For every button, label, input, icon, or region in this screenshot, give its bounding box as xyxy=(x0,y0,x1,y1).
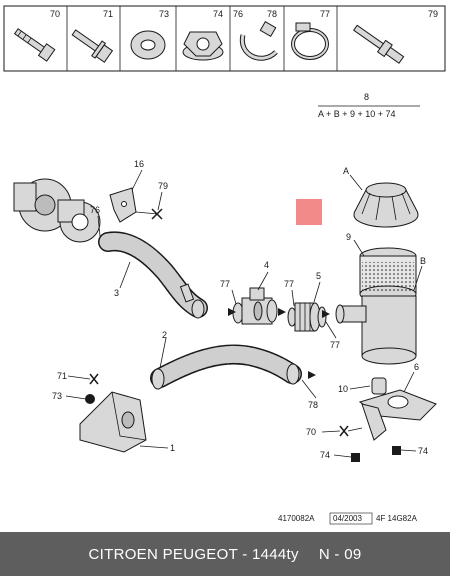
header-num-70: 70 xyxy=(50,9,60,19)
fastener-nut-74a xyxy=(351,453,360,462)
callout-74-right: 74 xyxy=(418,446,428,456)
callout-9: 9 xyxy=(346,232,351,242)
nut-icon xyxy=(182,31,224,61)
callout-10: 10 xyxy=(338,384,348,394)
ref-doc-number: 4170082A xyxy=(278,514,315,523)
stud-small xyxy=(135,208,163,220)
ref-code: 4F 14G82A xyxy=(376,514,418,523)
air-filter-cover xyxy=(353,182,419,228)
washer-icon xyxy=(130,30,166,60)
fastener-bolt-71 xyxy=(89,373,99,385)
ref-date: 04/2003 xyxy=(333,514,362,523)
stud-bolt-icon xyxy=(353,24,405,64)
bolt-icon xyxy=(13,28,56,62)
callout-77-right: 77 xyxy=(330,340,340,350)
callout-5: 5 xyxy=(316,271,321,281)
filter-element xyxy=(359,247,417,303)
header-num-76: 76 xyxy=(233,9,243,19)
callout-1: 1 xyxy=(170,443,175,453)
callout-73: 73 xyxy=(52,391,62,401)
callout-2: 2 xyxy=(162,330,167,340)
footer-brand: CITROEN PEUGEOT - 1444ty xyxy=(88,545,299,563)
header-parts-strip: 70 71 73 74 76 78 77 79 xyxy=(3,5,446,72)
engine-mount xyxy=(79,391,147,453)
arrow-heads xyxy=(228,308,330,379)
footer-bar: CITROEN PEUGEOT - 1444ty N - 09 xyxy=(0,532,450,576)
callout-78: 78 xyxy=(308,400,318,410)
header-num-77: 77 xyxy=(320,9,330,19)
intake-hose-upper xyxy=(98,231,208,319)
header-num-71: 71 xyxy=(103,9,113,19)
air-filter-housing xyxy=(335,295,417,365)
callout-3: 3 xyxy=(114,288,119,298)
callout-77-left: 77 xyxy=(220,279,230,289)
callout-labels: 16 79 76 3 77 4 77 5 A 9 B 77 2 71 73 1 … xyxy=(52,159,428,460)
hose-clamp-icon xyxy=(239,20,278,61)
fastener-bolt-70 xyxy=(339,425,363,437)
callout-77-mid: 77 xyxy=(284,279,294,289)
reference-codes: 4170082A 04/2003 4F 14G82A xyxy=(278,512,418,525)
parts-diagram: 70 71 73 74 76 78 77 79 xyxy=(3,5,446,525)
header-num-73: 73 xyxy=(159,9,169,19)
kit-formula-text: A + B + 9 + 10 + 74 xyxy=(318,109,396,119)
callout-74-left: 74 xyxy=(320,450,330,460)
accent-square xyxy=(296,199,322,225)
callout-A: A xyxy=(343,166,349,176)
connector-assembly xyxy=(232,287,278,325)
flange-bolt-icon xyxy=(71,29,114,63)
callout-6: 6 xyxy=(414,362,419,372)
turbocharger xyxy=(13,178,101,243)
callout-16: 16 xyxy=(134,159,144,169)
callout-B: B xyxy=(420,256,426,266)
header-num-79: 79 xyxy=(428,9,438,19)
kit-formula: 8 A + B + 9 + 10 + 74 xyxy=(318,92,420,119)
filter-bracket xyxy=(358,389,437,441)
fastener-nut-74b xyxy=(392,446,401,455)
callout-71: 71 xyxy=(57,371,67,381)
bracket xyxy=(109,187,137,223)
callout-79: 79 xyxy=(158,181,168,191)
leader-lines xyxy=(65,169,423,458)
callout-4: 4 xyxy=(264,260,269,270)
callout-70: 70 xyxy=(306,427,316,437)
rubber-mount xyxy=(371,377,387,395)
header-num-74: 74 xyxy=(213,9,223,19)
footer-page: N - 09 xyxy=(318,545,362,563)
fastener-washer-73 xyxy=(85,394,95,404)
worm-clamp-icon xyxy=(291,22,329,60)
sleeve xyxy=(287,302,327,332)
intake-hose-lower xyxy=(150,344,302,390)
kit-number: 8 xyxy=(364,92,369,102)
header-num-78: 78 xyxy=(267,9,277,19)
callout-76: 76 xyxy=(90,205,100,215)
